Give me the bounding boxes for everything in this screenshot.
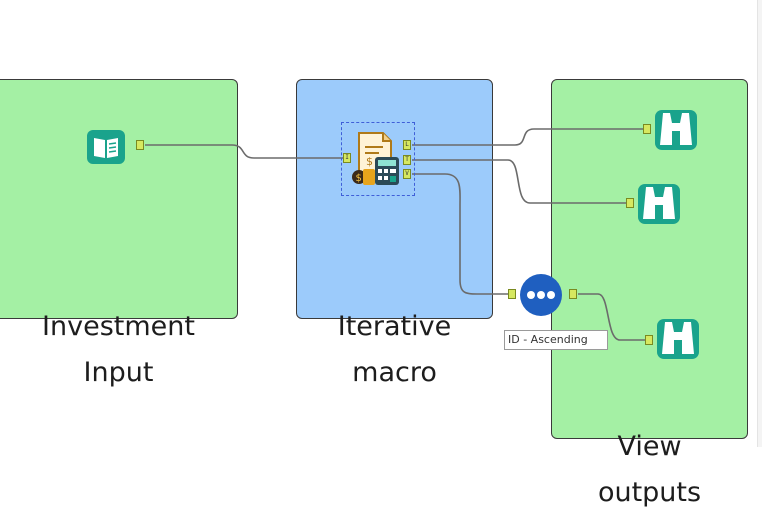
sort-output-anchor[interactable] — [569, 289, 577, 299]
container-label: Investment Input — [0, 304, 237, 396]
macro-output-anchor-l[interactable]: L — [403, 140, 411, 150]
macro-output-anchor-t[interactable]: T — [403, 155, 411, 165]
svg-text:$: $ — [366, 155, 373, 168]
macro-output-anchor-v[interactable]: V — [403, 169, 411, 179]
container-label-line1: Investment — [42, 311, 195, 342]
macro-selection-box — [341, 122, 415, 196]
container-investment-input[interactable]: Investment Input — [0, 79, 238, 388]
container-label: View outputs — [552, 424, 747, 516]
sort-tool-annotation: ID - Ascending — [504, 330, 608, 350]
browse1-input-anchor[interactable] — [643, 124, 651, 134]
browse-tool-2[interactable] — [637, 183, 681, 225]
container-label-line1: Iterative — [337, 311, 452, 342]
container-label-line1: View — [617, 431, 682, 462]
macro-calculator-icon: $ $ — [352, 132, 399, 185]
sort-icon — [520, 274, 562, 316]
iterative-macro-tool[interactable]: $ $ — [349, 129, 405, 187]
container-label-line2: macro — [352, 357, 437, 388]
binoculars-icon — [657, 319, 699, 359]
browse-tool-3[interactable] — [656, 318, 700, 360]
sort-input-anchor[interactable] — [508, 289, 516, 299]
book-icon — [87, 130, 125, 164]
browse-tool-1[interactable] — [654, 109, 698, 151]
svg-text:$: $ — [356, 173, 362, 184]
container-label: Iterative macro — [297, 304, 492, 396]
binoculars-icon — [655, 110, 697, 150]
input-tool-output-anchor[interactable] — [136, 140, 144, 150]
container-iterative-macro[interactable]: Iterative macro — [296, 79, 493, 388]
sort-tool[interactable] — [518, 272, 564, 318]
browse2-input-anchor[interactable] — [626, 198, 634, 208]
container-label-line2: Input — [83, 357, 154, 388]
binoculars-icon — [638, 184, 680, 224]
container-label-line2: outputs — [597, 477, 702, 508]
vertical-scrollbar[interactable] — [757, 0, 762, 447]
browse3-input-anchor[interactable] — [645, 335, 653, 345]
macro-input-anchor[interactable]: I — [343, 153, 351, 163]
input-data-tool[interactable] — [86, 128, 126, 166]
